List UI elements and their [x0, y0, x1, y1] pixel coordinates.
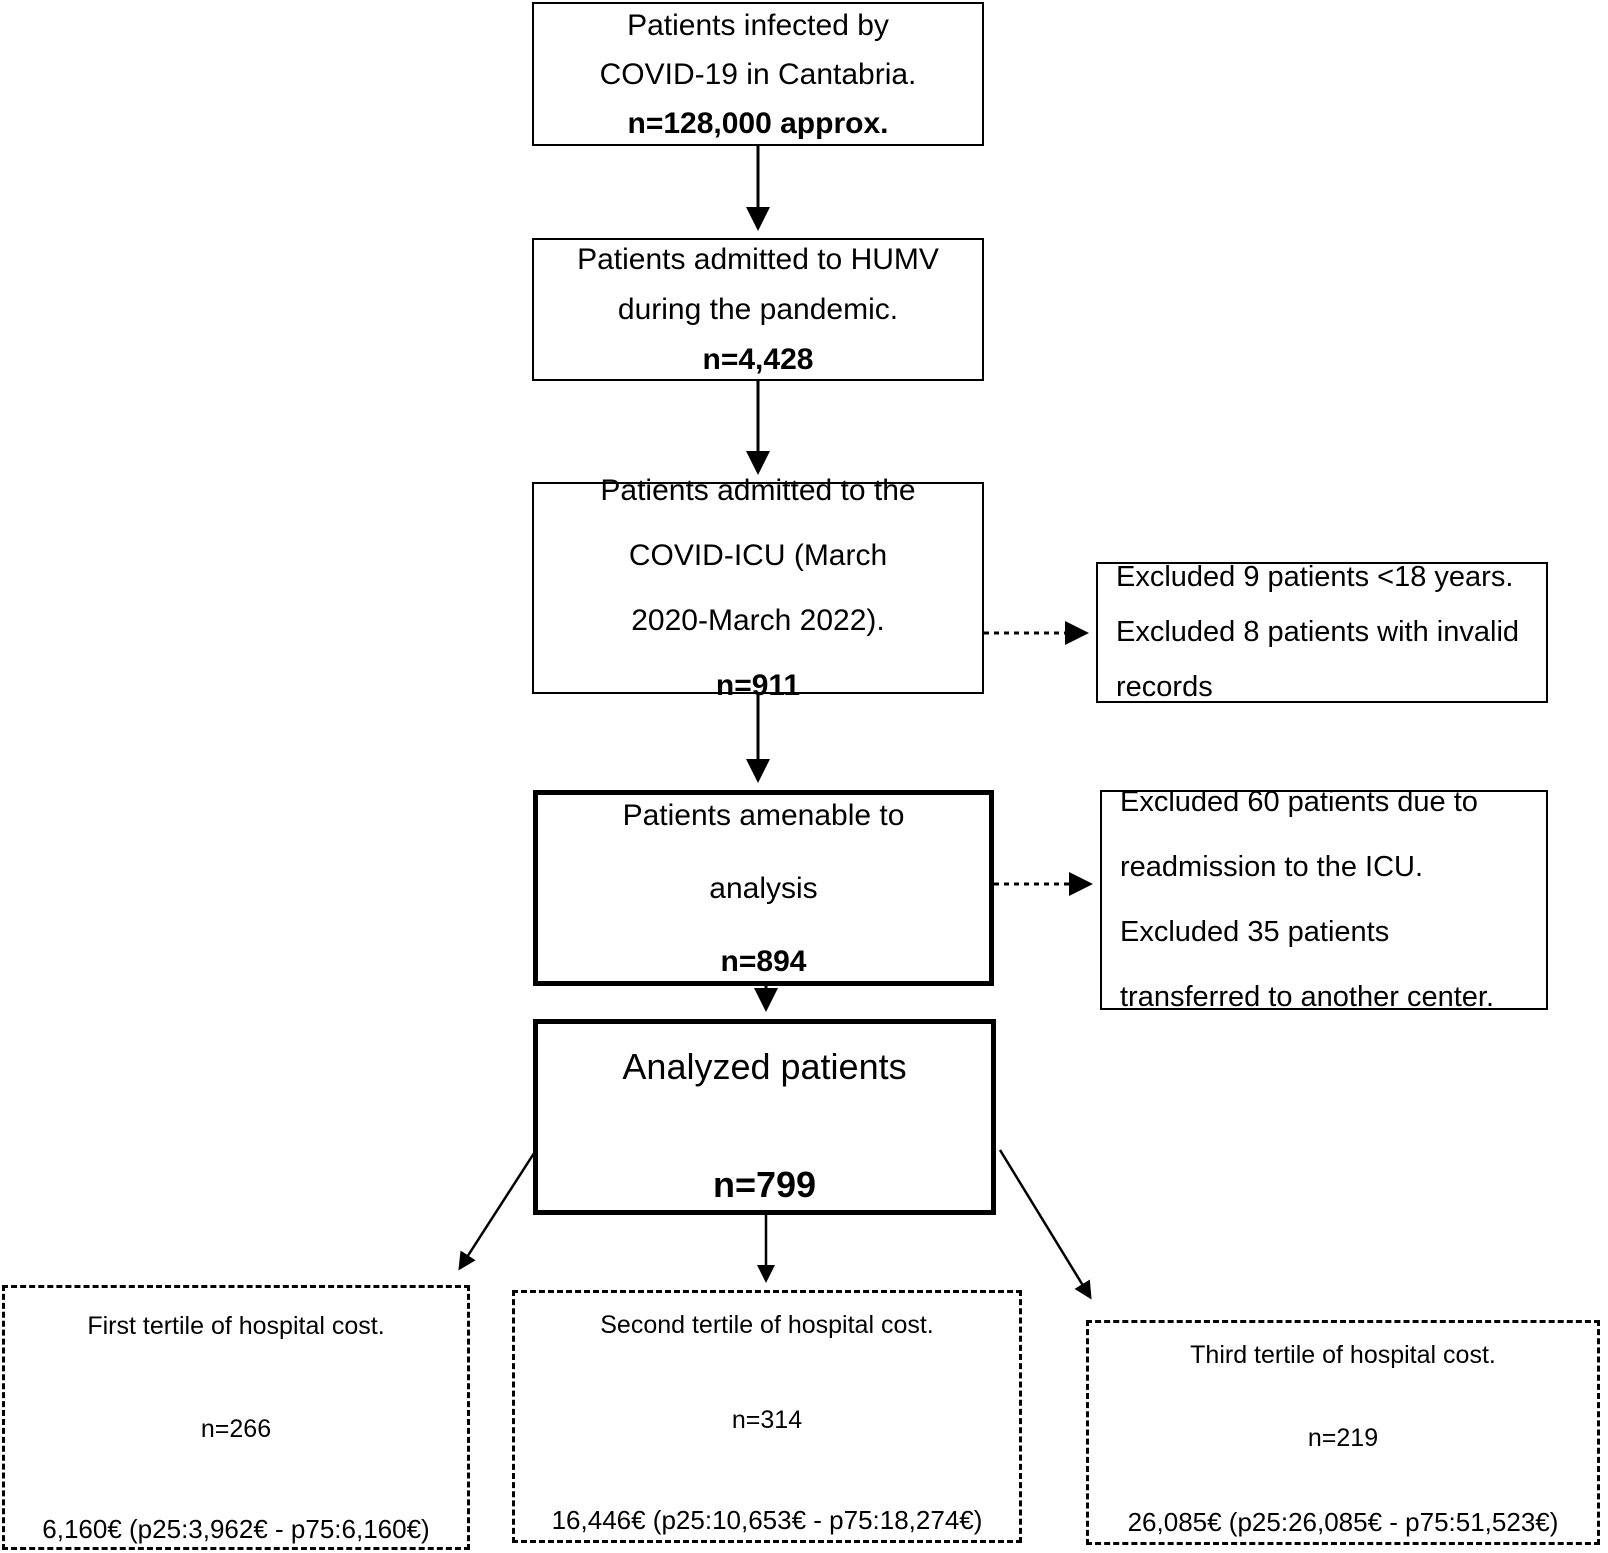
node-patients-infected[interactable]: Patients infected by COVID-19 in Cantabr… [532, 2, 984, 146]
node-analyzed-title: Analyzed patients [622, 1046, 907, 1087]
node-tertile3-cost: 26,085€ (p25:26,085€ - p75:51,523€) [1127, 1507, 1559, 1537]
connector-analyzed-to-tertile1 [458, 1146, 540, 1271]
node-tertile1-count: n=266 [200, 1415, 272, 1443]
connector-analyzed-to-tertile3 [998, 1149, 1092, 1300]
node-tertile1-title: First tertile of hospital cost. [87, 1312, 385, 1340]
node-analyzed-patients[interactable]: Analyzed patients n=799 [533, 1019, 996, 1215]
node-humv-line2: during the pandemic. [617, 292, 899, 326]
node-patients-amenable[interactable]: Patients amenable to analysis n=894 [533, 790, 994, 986]
node-infected-line2: COVID-19 in Cantabria. [599, 57, 917, 91]
node-tertile2-count: n=314 [731, 1406, 803, 1434]
node-admitted-humv[interactable]: Patients admitted to HUMV during the pan… [532, 238, 984, 381]
node-excluded1-line2: Excluded 8 patients with invalid [1116, 616, 1520, 648]
node-icu-line1: Patients admitted to the [600, 474, 916, 507]
node-excluded2-line2: readmission to the ICU. [1120, 851, 1424, 883]
node-tertile1-cost: 6,160€ (p25:3,962€ - p75:6,160€) [42, 1514, 430, 1544]
node-analyzed-count: n=799 [712, 1164, 817, 1205]
node-humv-count: n=4,428 [702, 342, 814, 376]
node-infected-line1: Patients infected by [627, 8, 889, 42]
node-icu-count: n=911 [715, 669, 801, 702]
node-excluded2-line3: Excluded 35 patients [1120, 916, 1390, 948]
node-tertile-1[interactable]: First tertile of hospital cost. n=266 6,… [2, 1285, 470, 1550]
node-tertile-3[interactable]: Third tertile of hospital cost. n=219 26… [1086, 1320, 1600, 1545]
node-amenable-count: n=894 [720, 944, 807, 978]
node-icu-line3: 2020-March 2022). [631, 604, 885, 637]
node-excluded-1[interactable]: Excluded 9 patients <18 years. Excluded … [1096, 561, 1548, 703]
node-amenable-line2: analysis [709, 871, 818, 905]
node-tertile-2[interactable]: Second tertile of hospital cost. n=314 1… [512, 1290, 1022, 1543]
node-icu-line2: COVID-ICU (March [628, 539, 888, 572]
node-tertile3-title: Third tertile of hospital cost. [1190, 1341, 1496, 1369]
node-admitted-covid-icu[interactable]: Patients admitted to the COVID-ICU (Marc… [532, 474, 984, 702]
node-infected-count: n=128,000 approx. [627, 106, 889, 140]
node-amenable-line1: Patients amenable to [622, 798, 905, 832]
node-tertile2-cost: 16,446€ (p25:10,653€ - p75:18,274€) [551, 1505, 983, 1535]
node-excluded-2[interactable]: Excluded 60 patients due to readmission … [1100, 786, 1548, 1013]
node-humv-line1: Patients admitted to HUMV [577, 242, 939, 276]
node-excluded1-line3: records [1116, 671, 1213, 703]
node-tertile3-count: n=219 [1307, 1424, 1379, 1452]
node-excluded2-line1: Excluded 60 patients due to [1120, 786, 1478, 818]
node-tertile2-title: Second tertile of hospital cost. [600, 1311, 934, 1339]
node-excluded1-line1: Excluded 9 patients <18 years. [1116, 561, 1514, 593]
node-excluded2-line4: transferred to another center. [1120, 981, 1494, 1013]
